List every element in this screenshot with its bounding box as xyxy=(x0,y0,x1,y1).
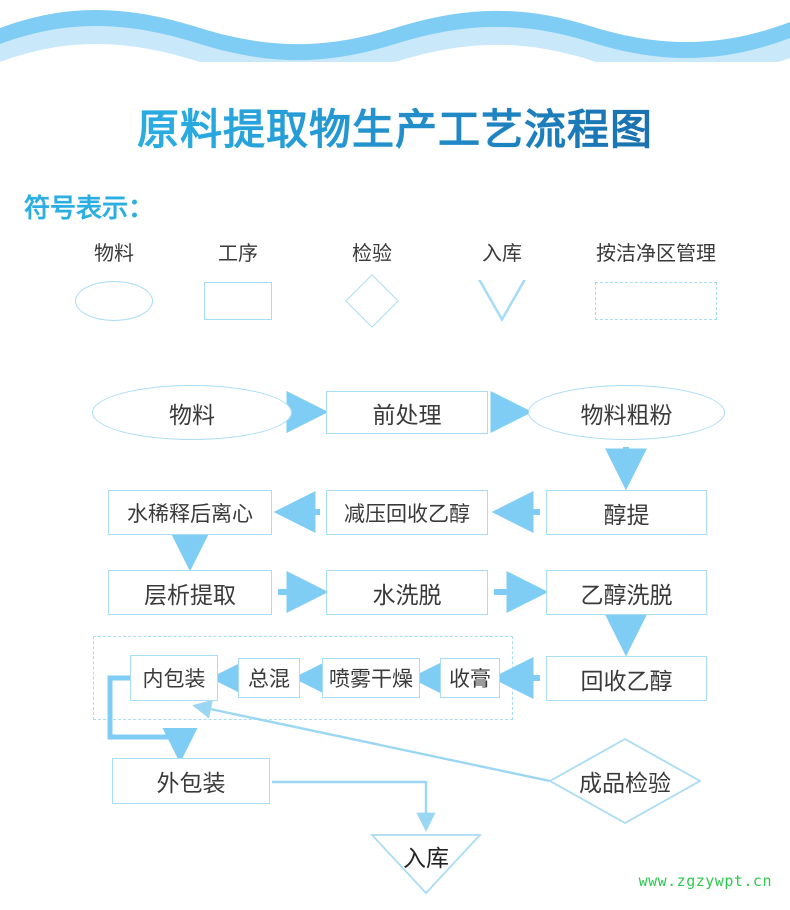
legend-label-material: 物料 xyxy=(94,243,134,265)
node-ethanol-recovery[interactable]: 回收乙醇 xyxy=(546,656,707,701)
legend-item-material: 物料 xyxy=(72,244,156,324)
legend-shape-rectangle xyxy=(196,278,280,324)
site-watermark: www.zgzywpt.cn xyxy=(638,872,772,890)
node-material[interactable]: 物料 xyxy=(92,385,292,440)
edge-outerpackaging-to-warehouse xyxy=(272,780,436,832)
legend-shape-dashed-rectangle xyxy=(566,278,746,324)
wave-bottom-band xyxy=(0,25,790,62)
node-pretreatment[interactable]: 前处理 xyxy=(326,391,488,434)
page-title: 原料提取物生产工艺流程图 xyxy=(0,96,790,157)
legend-item-cleanroom: 按洁净区管理 xyxy=(566,244,746,324)
node-label-warehouse-entry: 入库 xyxy=(403,845,449,871)
node-coarse-powder[interactable]: 物料粗粉 xyxy=(528,385,725,440)
node-warehouse-entry[interactable]: 入库 xyxy=(370,833,482,895)
legend-item-process: 工序 xyxy=(196,244,280,324)
legend-shape-ellipse xyxy=(72,278,156,324)
node-extract-collection[interactable]: 收膏 xyxy=(440,658,500,698)
diamond-shape xyxy=(548,737,702,825)
node-alcohol-extraction[interactable]: 醇提 xyxy=(546,490,707,535)
node-inner-packaging[interactable]: 内包装 xyxy=(130,655,218,701)
node-water-dilution-centrifuge[interactable]: 水稀释后离心 xyxy=(108,490,272,535)
node-ethanol-elution[interactable]: 乙醇洗脱 xyxy=(546,570,707,615)
node-blending[interactable]: 总混 xyxy=(238,658,300,698)
legend-item-warehouse: 入库 xyxy=(460,244,544,324)
node-finished-product-inspection[interactable]: 成品检验 xyxy=(548,737,702,825)
legend-label-warehouse: 入库 xyxy=(482,243,522,265)
node-outer-packaging[interactable]: 外包装 xyxy=(112,758,270,804)
legend-shape-triangle xyxy=(460,278,544,324)
node-chromatography-extraction[interactable]: 层析提取 xyxy=(108,570,272,615)
node-water-elution[interactable]: 水洗脱 xyxy=(326,570,488,615)
legend-label-process: 工序 xyxy=(218,243,258,265)
legend-label-inspection: 检验 xyxy=(352,243,392,265)
triangle-down-shape xyxy=(370,834,482,895)
node-spray-drying[interactable]: 喷雾干燥 xyxy=(322,658,420,698)
header-wave-decoration xyxy=(0,0,790,62)
node-label-finished-product-inspection: 成品检验 xyxy=(579,770,671,796)
legend-shape-diamond xyxy=(330,274,414,328)
node-vacuum-ethanol-recovery[interactable]: 减压回收乙醇 xyxy=(326,490,488,535)
legend-label-cleanroom: 按洁净区管理 xyxy=(596,243,716,265)
legend-item-inspection: 检验 xyxy=(330,243,414,328)
legend-heading: 符号表示： xyxy=(24,193,155,223)
